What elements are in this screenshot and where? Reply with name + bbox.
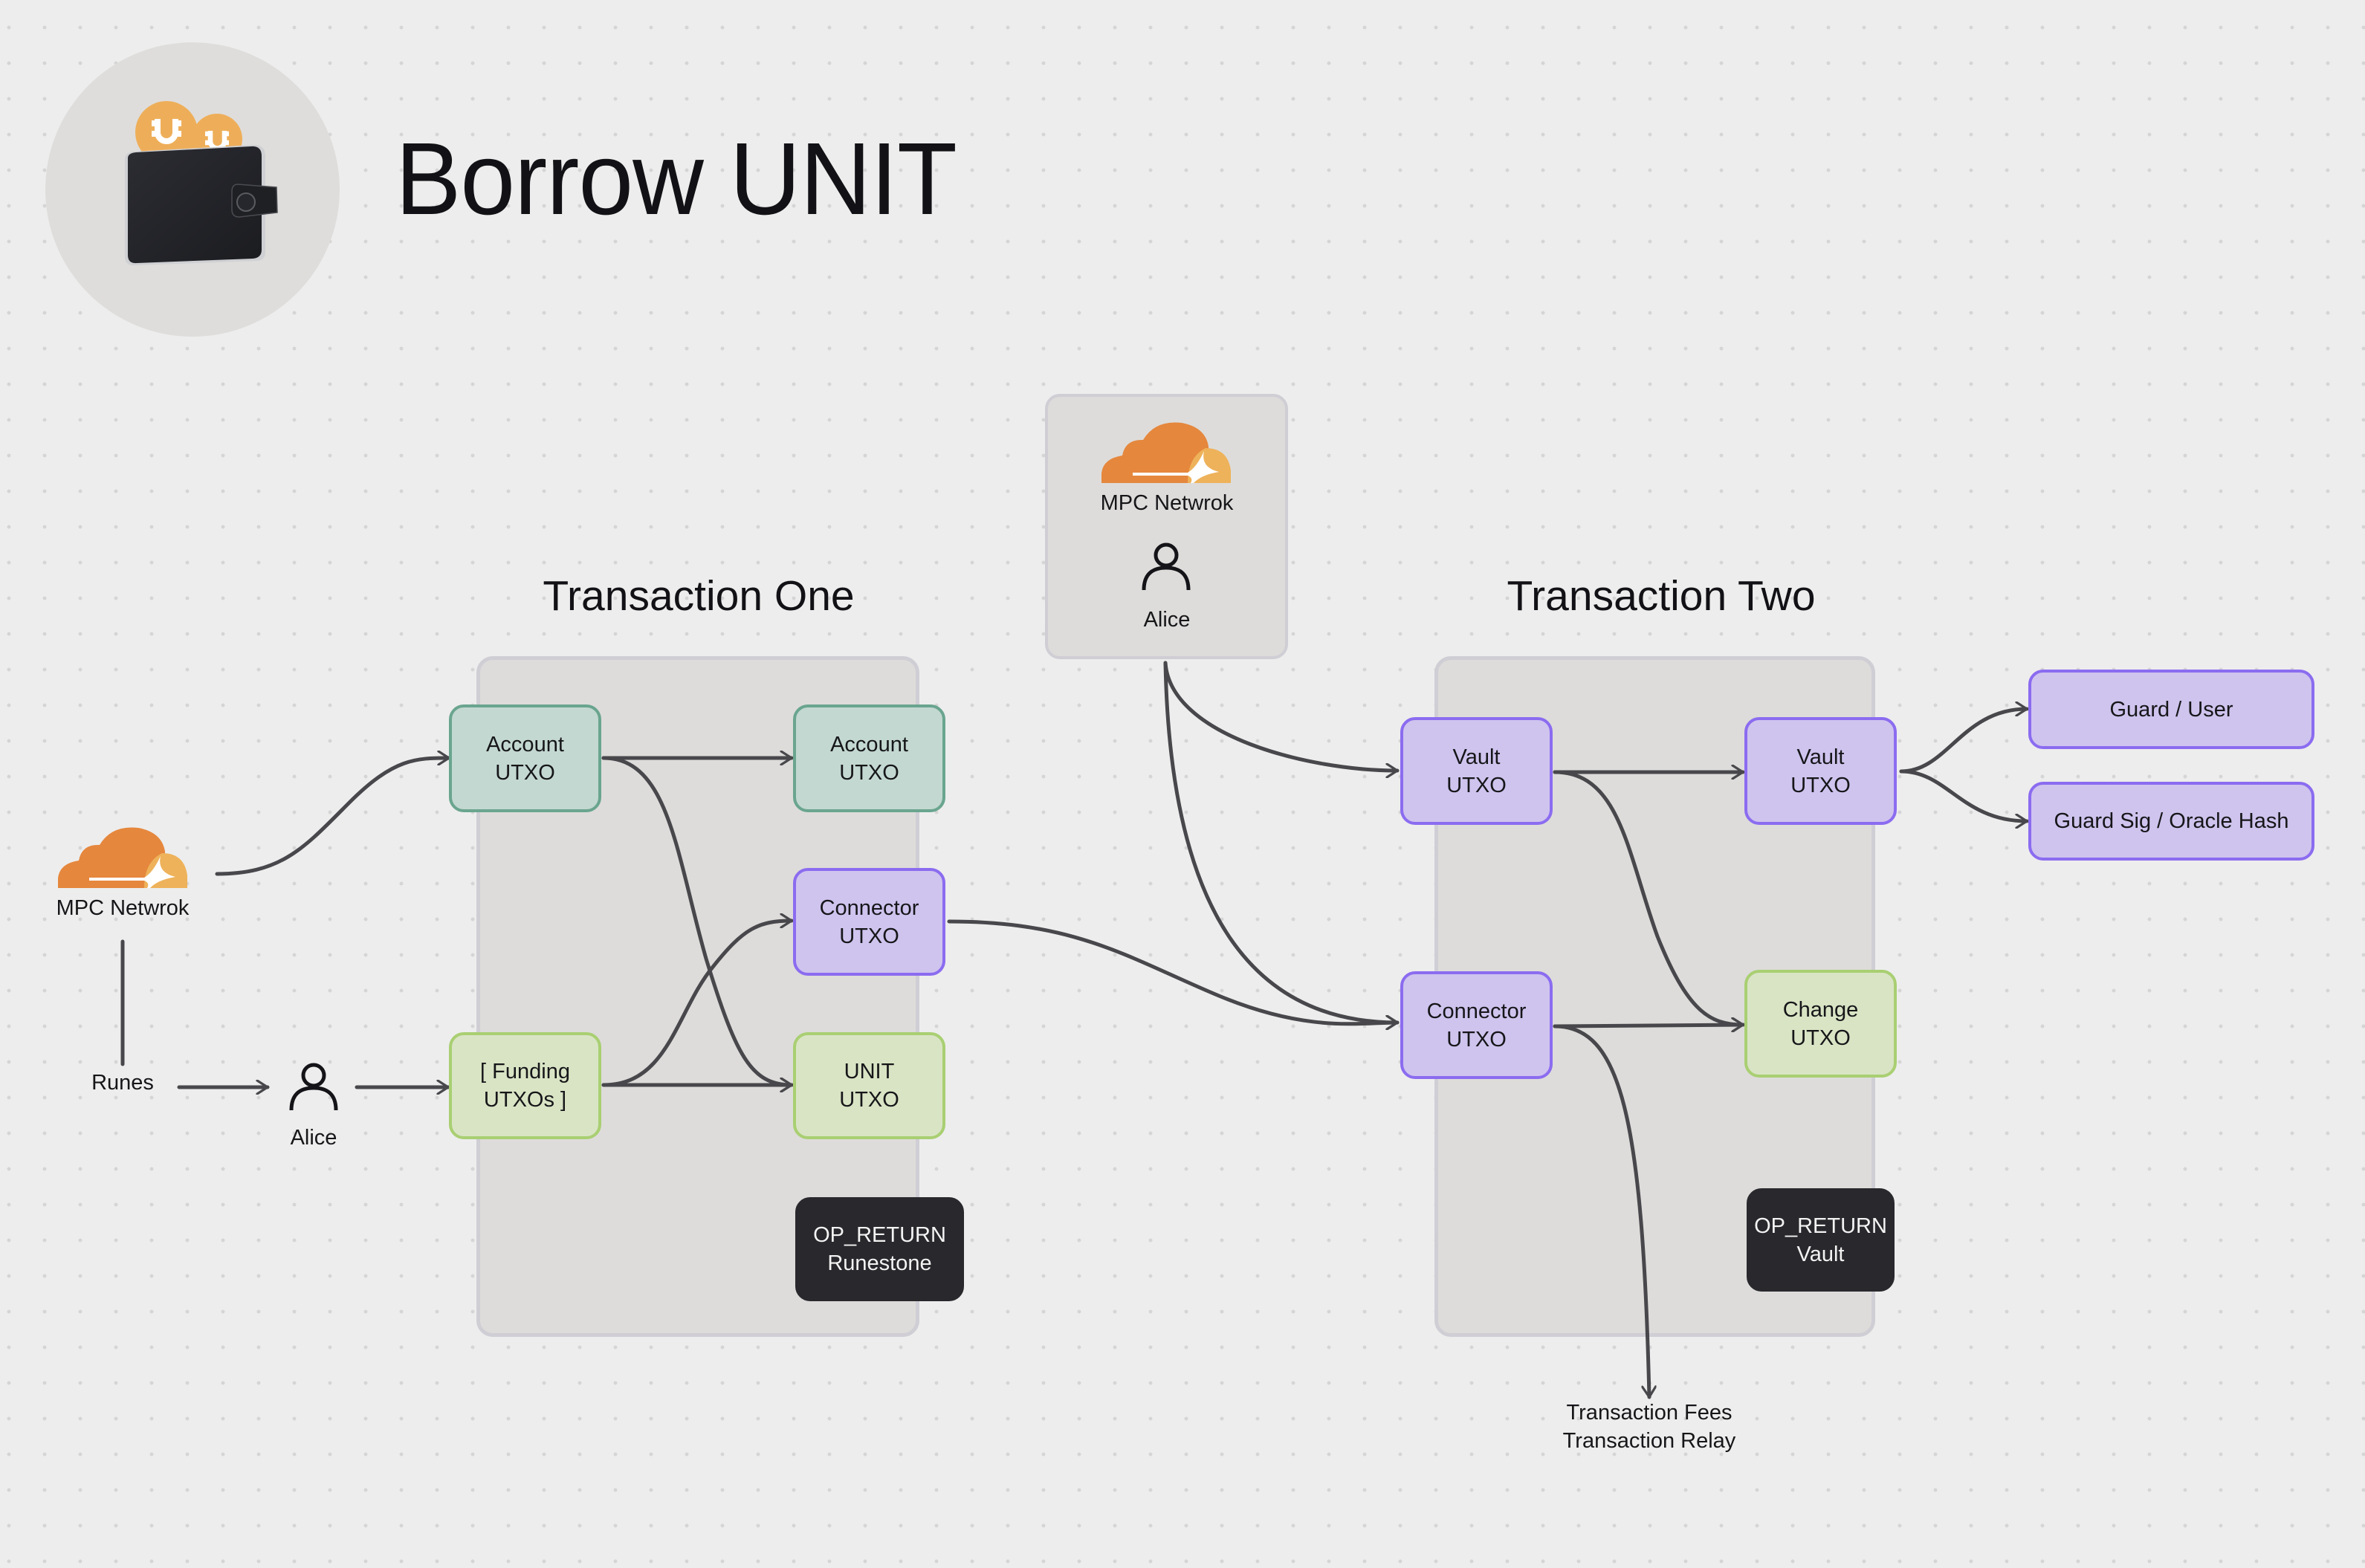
node-line: Vault: [1796, 745, 1845, 769]
node-line: UTXOs ]: [483, 1088, 567, 1112]
guard-user-path[interactable]: Guard / User: [2028, 670, 2314, 749]
tx2-op-return-vault[interactable]: OP_RETURN Vault: [1747, 1188, 1895, 1292]
node-line: UTXO: [839, 1088, 899, 1112]
node-line: Connector: [819, 895, 919, 920]
node-line: UTXO: [1790, 1026, 1851, 1050]
node-label: Guard / User: [2109, 697, 2233, 722]
tx1-output-unit-utxo[interactable]: UNIT UTXO: [793, 1032, 945, 1139]
edge-vault-to-guard-user: [1899, 709, 2029, 774]
node-line: Vault: [1796, 1242, 1845, 1266]
top-alice-label: Alice: [1143, 608, 1191, 632]
transaction-one-title: Transaction One: [543, 572, 855, 620]
cloud-icon: [1101, 422, 1231, 483]
runes-label: Runes: [91, 1071, 154, 1095]
person-icon: [1142, 542, 1191, 591]
edge-funding-to-connector: [601, 921, 794, 1087]
edge-vault-to-change: [1553, 770, 1745, 1025]
node-line: Change: [1782, 997, 1859, 1022]
edge-mpc-to-account: [215, 758, 451, 876]
edge-top-alice-to-vault: [1163, 661, 1400, 771]
node-line: [ Funding: [480, 1060, 570, 1083]
node-line: Runestone: [827, 1251, 932, 1275]
node-line: Account: [486, 732, 564, 757]
node-line: UTXO: [1790, 773, 1851, 797]
node-line: Vault: [1452, 745, 1501, 769]
edge-connector-to-fees: [1553, 1024, 1649, 1399]
node-line: UTXO: [495, 760, 555, 785]
node-line: UTXO: [839, 760, 899, 785]
node-line: OP_RETURN: [813, 1223, 946, 1247]
page-title: Borrow UNIT: [395, 122, 957, 236]
wallet-with-coins-icon: [125, 101, 278, 266]
guard-sig-oracle-hash-path[interactable]: Guard Sig / Oracle Hash: [2028, 782, 2314, 861]
tx1-op-return-runestone[interactable]: OP_RETURN Runestone: [795, 1197, 964, 1301]
node-line: OP_RETURN: [1754, 1214, 1887, 1238]
person-icon: [289, 1063, 338, 1111]
node-line: Connector: [1426, 999, 1527, 1023]
edge-top-alice-to-connector: [1163, 661, 1400, 1023]
node-line: UNIT: [844, 1060, 895, 1083]
top-mpc-network-label: MPC Netwrok: [1100, 491, 1234, 515]
edge-vault-to-guard-sig: [1899, 769, 2029, 821]
edge-account-to-unit: [601, 756, 794, 1085]
transaction-two-title: Transaction Two: [1507, 572, 1816, 620]
fees-line: Transaction Relay: [1562, 1429, 1736, 1453]
edge-connector-to-connector: [947, 919, 1400, 1024]
mpc-network-label: MPC Netwrok: [56, 896, 190, 920]
edge-connector-to-change: [1553, 1025, 1745, 1026]
alice-label: Alice: [290, 1126, 337, 1150]
coin-icon: [135, 101, 198, 163]
cloud-icon: [58, 827, 187, 888]
node-label: Guard Sig / Oracle Hash: [2054, 809, 2289, 833]
fees-line: Transaction Fees: [1566, 1401, 1732, 1425]
node-line: UTXO: [839, 924, 899, 948]
node-line: UTXO: [1446, 773, 1507, 797]
transaction-fees-label: Transaction Fees Transaction Relay: [1538, 1399, 1761, 1455]
node-line: Account: [830, 732, 908, 757]
node-line: UTXO: [1446, 1027, 1507, 1052]
